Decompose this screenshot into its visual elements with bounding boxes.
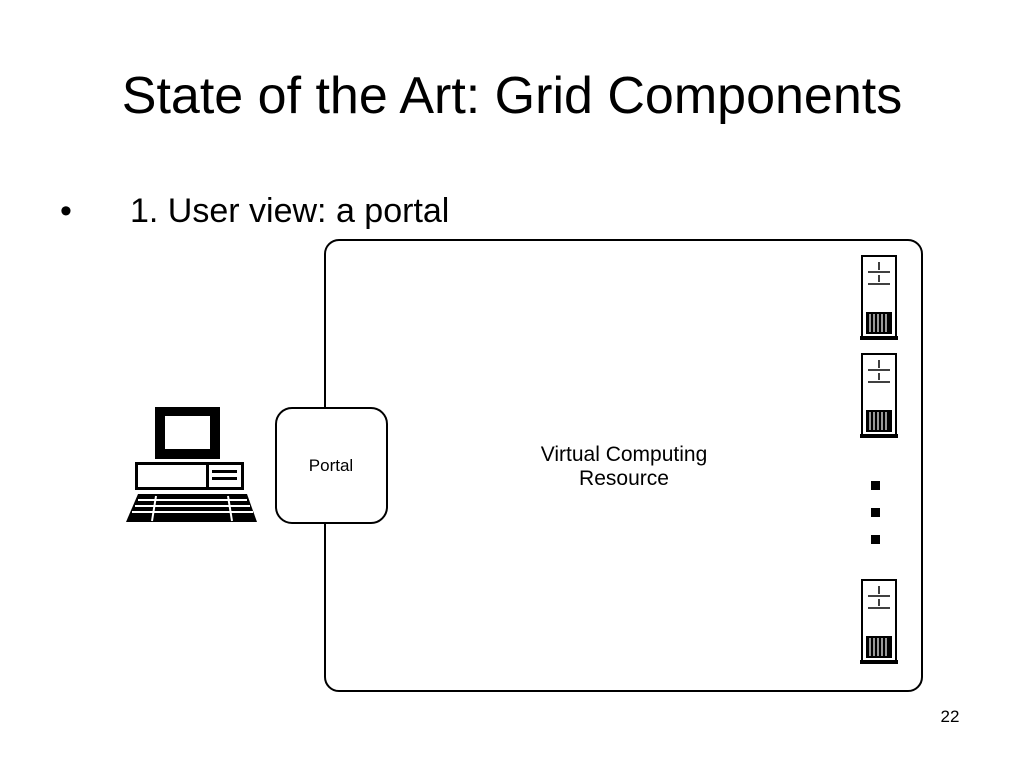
slide-title: State of the Art: Grid Components <box>121 67 903 125</box>
server-tower-icon <box>860 255 898 340</box>
more-servers-ellipsis <box>871 481 880 544</box>
resource-label-line2: Resource <box>579 467 669 490</box>
portal-box <box>275 407 388 524</box>
slide-number: 22 <box>940 707 960 726</box>
resource-label-line1: Virtual Computing <box>541 443 708 466</box>
bullet-text: 1. User view: a portal <box>130 192 450 230</box>
server-tower-icon <box>860 579 898 664</box>
portal-label: Portal <box>309 456 353 475</box>
server-tower-icon <box>860 353 898 438</box>
bullet-marker: • <box>60 192 72 230</box>
desktop-computer-icon <box>126 407 257 522</box>
